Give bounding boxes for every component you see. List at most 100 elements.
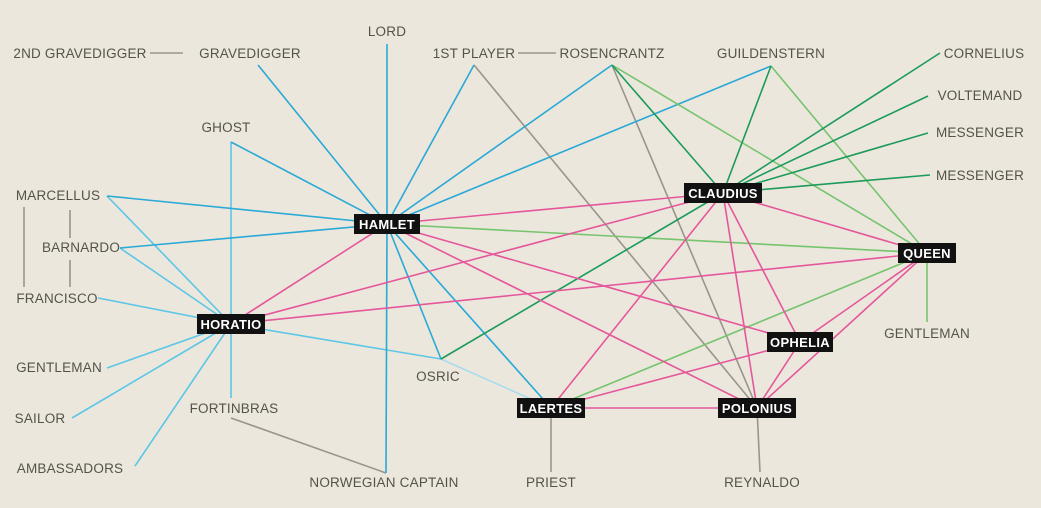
link-claudius-horatio — [230, 192, 724, 325]
link-hamlet-marcellus — [106, 195, 388, 225]
link-queen-rosencrantz — [611, 64, 928, 254]
link-hamlet-ophelia — [386, 223, 801, 343]
link-horatio-barnardo — [119, 247, 232, 325]
link-hamlet-horatio — [230, 223, 388, 325]
link-claudius-cornelius — [722, 52, 941, 194]
link-queen-guildenstern — [770, 65, 928, 254]
node-norwegian-captain: NORWEGIAN CAPTAIN — [309, 475, 458, 490]
link-hamlet-barnardo — [119, 223, 388, 249]
main-character-box — [767, 332, 833, 352]
link-horatio-sailor — [71, 323, 232, 419]
link-queen-horatio — [230, 252, 928, 325]
character-label: GRAVEDIGGER — [199, 46, 301, 61]
node-horatio: HORATIO — [197, 314, 265, 334]
character-label: MARCELLUS — [16, 188, 100, 203]
node-gentleman-left: GENTLEMAN — [16, 360, 102, 375]
main-character-box — [898, 243, 956, 263]
link-claudius-ophelia — [722, 192, 801, 343]
character-label: GUILDENSTERN — [717, 46, 825, 61]
character-label: NORWEGIAN CAPTAIN — [309, 475, 458, 490]
main-character-label: LAERTES — [520, 401, 583, 416]
character-label: GENTLEMAN — [16, 360, 102, 375]
character-label: 2ND GRAVEDIGGER — [13, 46, 146, 61]
main-character-label: POLONIUS — [722, 401, 792, 416]
node-messenger2: MESSENGER — [936, 168, 1024, 183]
node-ambassadors: AMBASSADORS — [17, 461, 123, 476]
node-osric: OSRIC — [416, 369, 460, 384]
main-character-label: OPHELIA — [770, 335, 830, 350]
node-hamlet: HAMLET — [354, 214, 420, 234]
link-horatio-marcellus — [106, 195, 232, 325]
link-polonius-reynaldo — [756, 407, 761, 473]
character-label: MESSENGER — [936, 125, 1024, 140]
link-hamlet-ghost — [230, 141, 388, 225]
node-2nd-gravedigger: 2ND GRAVEDIGGER — [13, 46, 146, 61]
node-claudius: CLAUDIUS — [684, 183, 762, 203]
node-francisco: FRANCISCO — [16, 291, 97, 306]
link-hamlet-osric — [386, 223, 442, 360]
node-ophelia: OPHELIA — [767, 332, 833, 352]
character-label: OSRIC — [416, 369, 460, 384]
character-label: GENTLEMAN — [884, 326, 970, 341]
nodes-layer: 2ND GRAVEDIGGER GRAVEDIGGER LORD 1ST PLAYER… — [13, 24, 1024, 490]
link-claudius-laertes — [550, 192, 724, 409]
node-fortinbras: FORTINBRAS — [190, 401, 279, 416]
node-queen: QUEEN — [898, 243, 956, 263]
link-ophelia-polonius — [756, 341, 801, 409]
link-queen-ophelia — [799, 252, 928, 343]
character-label: CORNELIUS — [944, 46, 1025, 61]
main-character-label: QUEEN — [903, 246, 951, 261]
character-label: VOLTEMAND — [938, 88, 1023, 103]
character-label: BARNARDO — [42, 240, 120, 255]
link-queen-polonius — [756, 252, 928, 409]
node-laertes: LAERTES — [517, 398, 585, 418]
character-label: GHOST — [201, 120, 250, 135]
link-hamlet-polonius — [386, 223, 758, 409]
links-layer — [23, 44, 941, 474]
main-character-box — [354, 214, 420, 234]
main-character-box — [684, 183, 762, 203]
main-character-box — [718, 398, 796, 418]
link-fortinbras-norwegian_captain — [230, 417, 387, 474]
node-polonius: POLONIUS — [718, 398, 796, 418]
node-lord: LORD — [368, 24, 406, 39]
main-character-label: HORATIO — [200, 317, 261, 332]
link-hamlet-1st_player — [386, 64, 475, 225]
link-claudius-osric — [440, 192, 724, 360]
link-claudius-polonius — [722, 192, 758, 409]
link-claudius-voltemand — [722, 95, 929, 194]
link-laertes-ophelia — [550, 341, 801, 409]
link-hamlet-norwegian_captain — [385, 223, 388, 474]
node-gravedigger: GRAVEDIGGER — [199, 46, 301, 61]
character-label: AMBASSADORS — [17, 461, 123, 476]
node-marcellus: MARCELLUS — [16, 188, 100, 203]
main-character-box — [197, 314, 265, 334]
main-character-label: CLAUDIUS — [688, 186, 758, 201]
link-hamlet-claudius — [386, 192, 724, 225]
character-label: PRIEST — [526, 475, 576, 490]
node-ghost: GHOST — [201, 120, 250, 135]
character-label: FRANCISCO — [16, 291, 97, 306]
node-priest: PRIEST — [526, 475, 576, 490]
main-character-label: HAMLET — [359, 217, 415, 232]
character-label: 1ST PLAYER — [433, 46, 516, 61]
link-hamlet-rosencrantz — [386, 64, 613, 225]
node-sailor: SAILOR — [15, 411, 66, 426]
main-character-box — [517, 398, 585, 418]
node-cornelius: CORNELIUS — [944, 46, 1025, 61]
node-barnardo: BARNARDO — [42, 240, 120, 255]
node-guildenstern: GUILDENSTERN — [717, 46, 825, 61]
node-rosencrantz: ROSENCRANTZ — [560, 46, 665, 61]
link-hamlet-gravedigger — [257, 64, 388, 225]
node-1st-player: 1ST PLAYER — [433, 46, 516, 61]
link-hamlet-laertes — [386, 223, 552, 409]
link-claudius-guildenstern — [722, 65, 772, 194]
character-label: REYNALDO — [724, 475, 800, 490]
link-claudius-rosencrantz — [611, 64, 724, 194]
character-label: LORD — [368, 24, 406, 39]
character-label: MESSENGER — [936, 168, 1024, 183]
character-label: FORTINBRAS — [190, 401, 279, 416]
